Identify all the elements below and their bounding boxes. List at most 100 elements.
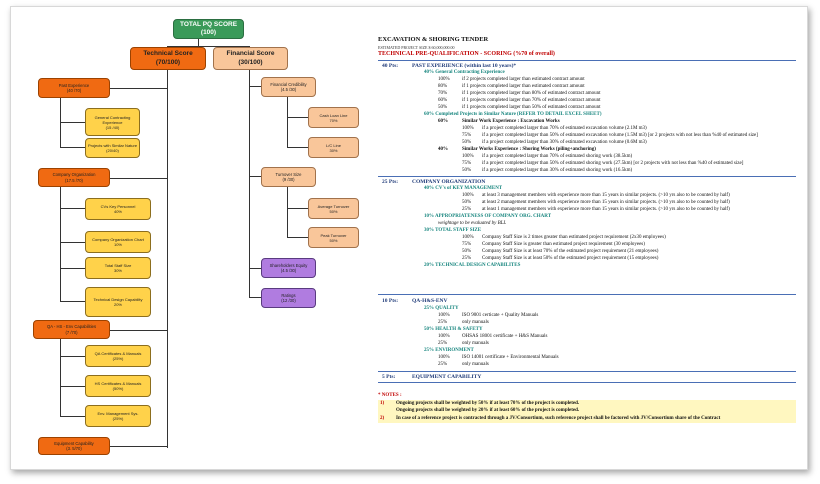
score-pct: 25% [462, 207, 472, 212]
score-pct: 75% [462, 242, 472, 247]
score-pct: 100% [462, 193, 474, 198]
note-number: 1) [380, 401, 385, 406]
hs-certificates-node[interactable]: HS Certificates & Manuals (50%) [85, 375, 151, 397]
connector [60, 122, 85, 123]
connector [198, 38, 199, 46]
technical-design-node[interactable]: Technical Design Capability 20% [85, 287, 151, 317]
divider [378, 294, 796, 295]
score-desc: if a project completed larger than 30% o… [482, 168, 633, 173]
note-text: Ongoing projects shall be weighted by 20… [396, 408, 580, 413]
connector [60, 147, 85, 148]
node-score: 30% [113, 268, 122, 273]
score-pct: 75% [462, 161, 472, 166]
total-pq-score-node[interactable]: TOTAL PQ SCORE (100) [173, 19, 244, 39]
divider [378, 371, 796, 372]
financial-credibility-node[interactable]: Financial Credibility (4.5 /30) [261, 77, 316, 97]
node-score: (12 /30) [281, 298, 296, 303]
score-pct: 50% [438, 105, 448, 110]
score-pct: 25% [438, 362, 448, 367]
node-score: (20/40) [106, 148, 119, 153]
node-title: CVs Key Personnel [100, 204, 136, 209]
score-desc: at least 2 management members with exper… [482, 200, 730, 205]
cvs-key-personnel-node[interactable]: CVs Key Personnel 40% [85, 198, 151, 220]
company-organization-node[interactable]: Company Organization (17.5 /70) [38, 168, 110, 187]
equipment-capability-node[interactable]: Equipment Capability (3. 5/70) [38, 437, 110, 455]
score-pct: 25% [438, 341, 448, 346]
staff-size-node[interactable]: Total Staff Size 30% [85, 257, 151, 279]
subsection-title: 40% General Contracting Experience [424, 70, 505, 75]
subsection-note: weightage to be evaluated by BLL [438, 221, 507, 226]
node-score: (4.5 /30) [280, 268, 297, 273]
financial-score-node[interactable]: Financial Score (30/100) [213, 47, 288, 70]
ratings-node[interactable]: Ratings (12 /30) [261, 288, 316, 308]
qa-hs-env-node[interactable]: QA - HS - Env Capabilities (7 /70) [33, 320, 110, 339]
connector [110, 88, 167, 89]
score-pct: 50% [462, 249, 472, 254]
score-pct: 100% [438, 334, 450, 339]
node-score: (25%) [112, 356, 124, 361]
sub-weight: 60% [438, 119, 448, 124]
node-score: (50%) [112, 386, 124, 391]
subsection-title: 10% APPROPRIATENESS OF COMPANY ORG. CHAR… [424, 214, 552, 219]
node-title: QA - HS - Env Capabilities [46, 324, 97, 330]
node-score: (40 /70) [66, 88, 82, 93]
node-title: Turnover Size [275, 171, 302, 177]
env-management-node[interactable]: Env. Management Sys. (25%) [85, 405, 151, 427]
connector [110, 178, 167, 179]
score-pct: 70% [438, 91, 448, 96]
qa-certificates-node[interactable]: QA Certificates & Manuals (25%) [85, 345, 151, 367]
subsection-title: 25% ENVIRONMENT [424, 348, 474, 353]
section-points: 5 Pts: [382, 374, 396, 380]
score-pct: 100% [462, 154, 474, 159]
node-score: (3. 5/70) [66, 446, 82, 451]
score-pct: 100% [438, 355, 450, 360]
similar-nature-node[interactable]: Projects with Similar Nature (20/40) [85, 138, 140, 158]
connector [110, 446, 167, 447]
connector [167, 46, 249, 47]
node-score: (7 /70) [65, 329, 78, 335]
score-desc: if 1 projects completed larger than 80% … [462, 91, 601, 96]
score-desc: OHSAS 18001 certificate + H&S Manuals [462, 334, 548, 339]
past-experience-node[interactable]: Past Experience (40 /70) [38, 78, 110, 98]
peak-turnover-node[interactable]: Peak Turnover 50% [308, 227, 359, 248]
section-name: QA-H&S-ENV [412, 298, 448, 304]
score-desc: if 1 projects completed larger than 50% … [462, 105, 601, 110]
technical-score-node[interactable]: Technical Score (70/100) [130, 47, 206, 70]
org-chart-node[interactable]: Company Organization Chart 10% [85, 231, 151, 253]
score-desc: if a project completed larger than 30% o… [482, 140, 647, 145]
node-title: QA Certificates & Manuals [94, 351, 142, 356]
note-text: In case of a reference project is contra… [396, 416, 721, 421]
cash-loan-node[interactable]: Cash Loan Line 70% [308, 107, 359, 128]
node-title: Company Organization [52, 172, 96, 178]
score-desc: at least 3 management members with exper… [482, 193, 730, 198]
section-points: 10 Pts: [382, 298, 399, 304]
score-pct: 25% [462, 256, 472, 261]
score-desc: only manuals [462, 320, 489, 325]
score-desc: if a project completed larger than 50% o… [482, 161, 744, 166]
shareholders-equity-node[interactable]: Shareholders Equity (4.5 /30) [261, 258, 316, 278]
average-turnover-node[interactable]: Average Turnover 50% [308, 198, 359, 219]
turnover-size-node[interactable]: Turnover Size (9 /30) [261, 167, 316, 187]
node-score: 70% [329, 117, 338, 123]
node-title: Equipment Capability [54, 440, 94, 446]
subsection-title: 20% TECHNICAL DESIGN CAPABILITES [424, 263, 521, 268]
connector [249, 86, 261, 87]
score-desc: only manuals [462, 341, 489, 346]
score-desc: if a project completed larger than 70% o… [482, 126, 647, 131]
score-desc: at least 1 management members with exper… [482, 207, 730, 212]
subsection-title: 60% Completed Projects in Similar Nature… [424, 112, 602, 117]
notes-title: * NOTES : [378, 393, 402, 398]
lc-line-node[interactable]: L/C Line 30% [308, 137, 359, 158]
score-pct: 50% [462, 168, 472, 173]
general-contracting-node[interactable]: General Contracting Experience (15 /40) [85, 108, 140, 136]
node-title: General Contracting Experience [94, 114, 131, 125]
connector [287, 117, 308, 118]
section-points: 40 Pts: [382, 63, 399, 69]
connector [249, 297, 261, 298]
connector [60, 242, 85, 243]
estimated-project-size: ESTIMATED PROJECT SIZE $ 60,000,000.00 [378, 45, 455, 50]
node-title: Peak Turnover [320, 232, 347, 238]
node-title: Past Experience [58, 82, 90, 88]
node-title: HS Certificates & Manuals [94, 381, 142, 386]
connector [287, 186, 288, 238]
